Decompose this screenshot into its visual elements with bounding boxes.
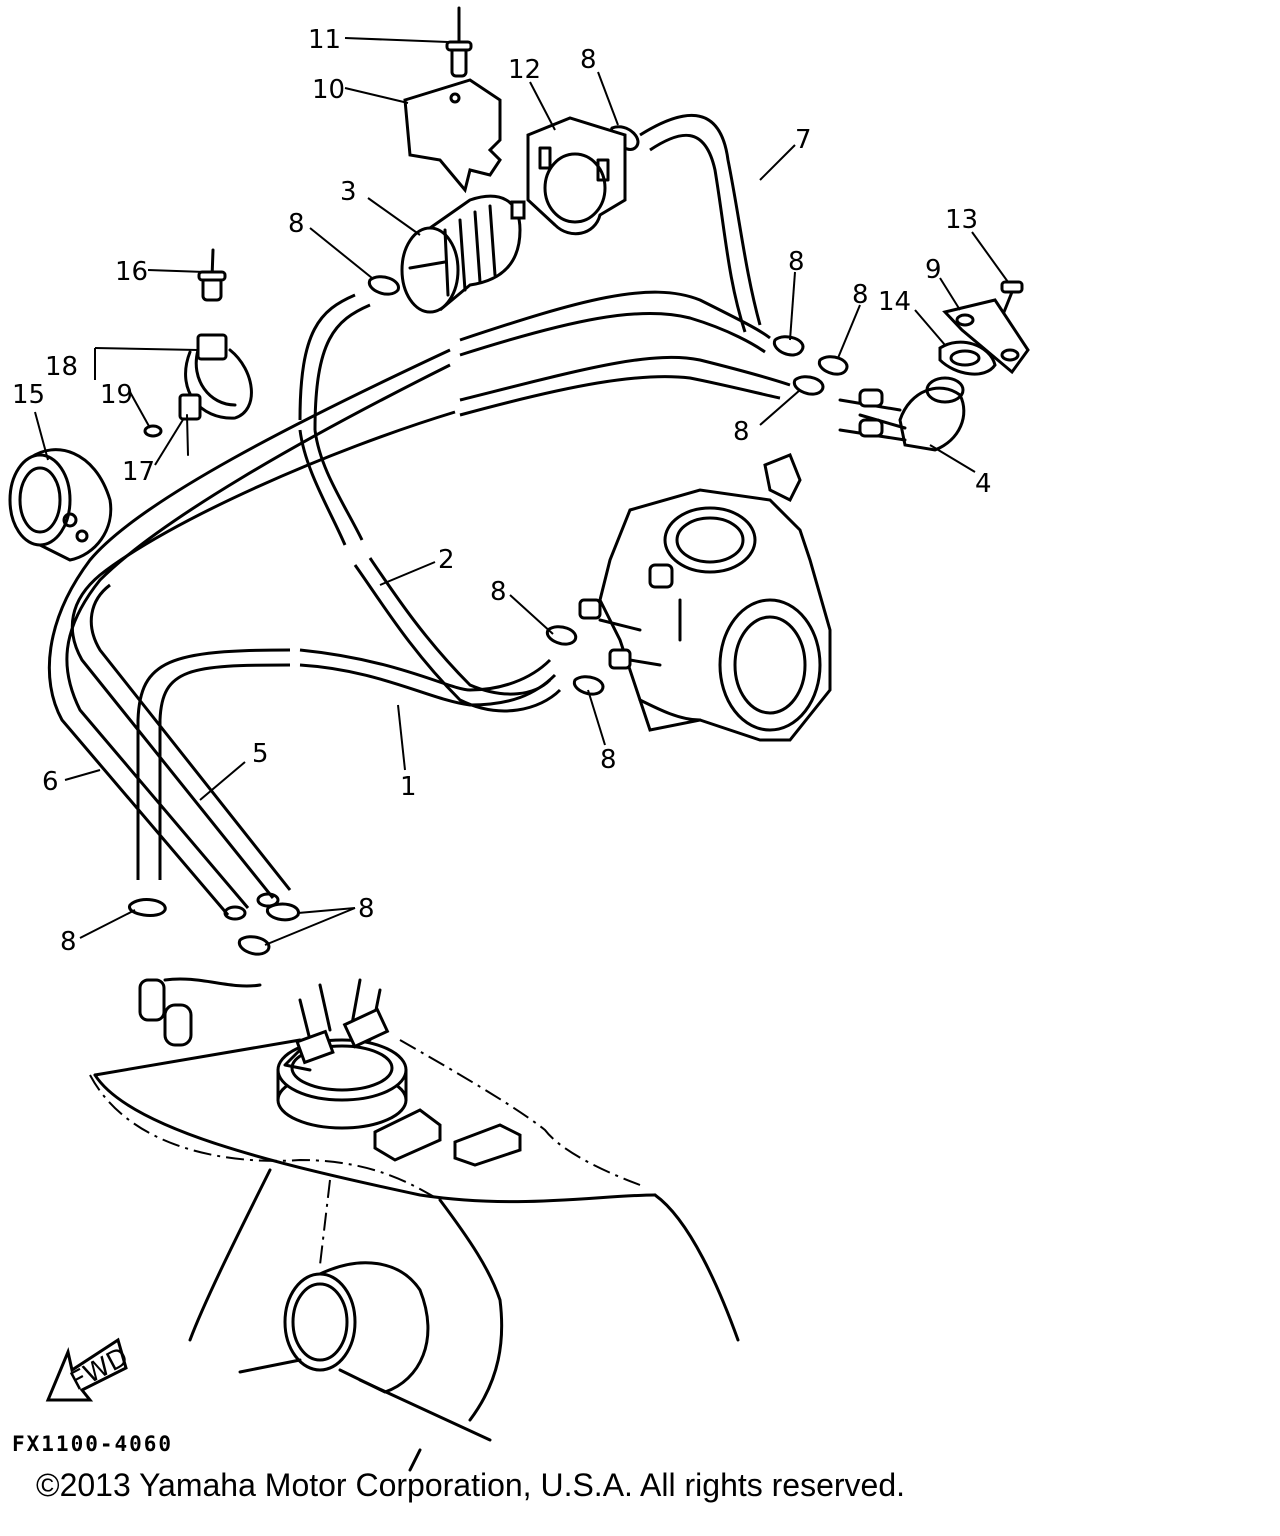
callout-8-cock-b: 8 xyxy=(852,280,869,310)
callout-13: 13 xyxy=(945,205,978,235)
fuel-cock-plate xyxy=(942,298,1030,375)
hose-clamps xyxy=(128,125,849,956)
callout-3: 3 xyxy=(340,177,357,207)
callout-10: 10 xyxy=(312,75,345,105)
copyright-notice: ©2013 Yamaha Motor Corporation, U.S.A. A… xyxy=(36,1467,906,1503)
fwd-arrow: FWD xyxy=(45,1337,133,1402)
callout-9: 9 xyxy=(925,255,942,285)
filter-bracket xyxy=(403,6,502,194)
fuel-tank xyxy=(89,1038,740,1472)
callout-19: 19 xyxy=(100,380,133,410)
filler-neck xyxy=(238,1261,492,1442)
fuel-filter xyxy=(400,194,526,314)
callout-16: 16 xyxy=(115,257,148,287)
callout-8-carb-a: 8 xyxy=(490,577,507,607)
callout-14: 14 xyxy=(878,287,911,317)
callout-8-cock-a: 8 xyxy=(788,247,805,277)
callout-12: 12 xyxy=(508,55,541,85)
grommet xyxy=(8,448,113,562)
callout-15: 15 xyxy=(12,380,45,410)
callout-5: 5 xyxy=(252,739,269,769)
callout-labels: 11 10 12 8 7 3 8 13 8 9 8 14 16 18 15 19… xyxy=(12,25,992,957)
fuel-cock-gasket xyxy=(938,340,997,376)
fuel-sender-unit xyxy=(276,978,408,1130)
callout-8-tank-right: 8 xyxy=(358,894,375,924)
callout-18: 18 xyxy=(45,352,78,382)
carburetor xyxy=(578,453,832,742)
callout-8-filter: 8 xyxy=(288,209,305,239)
callout-2: 2 xyxy=(438,545,455,575)
fuel-cock-screw xyxy=(1000,280,1024,314)
tank-pads xyxy=(373,1108,522,1167)
callout-8-tank-left: 8 xyxy=(60,927,77,957)
holder-bolt xyxy=(197,248,227,302)
callout-4: 4 xyxy=(975,469,992,499)
tank-vent-fitting xyxy=(138,977,262,1047)
callout-17: 17 xyxy=(122,457,155,487)
fuel-cock xyxy=(838,376,966,452)
callout-11: 11 xyxy=(308,25,341,55)
fuel-hoses xyxy=(47,113,791,921)
callout-7: 7 xyxy=(795,125,812,155)
filter-holder xyxy=(526,116,627,236)
callout-6: 6 xyxy=(42,767,59,797)
callout-1: 1 xyxy=(400,772,417,802)
diagram-code: FX1100-4060 xyxy=(12,1432,174,1456)
leader-lines xyxy=(34,37,1009,946)
hose-holder xyxy=(143,333,253,456)
callout-8-cock-c: 8 xyxy=(733,417,750,447)
callout-8-top: 8 xyxy=(580,45,597,75)
callout-8-carb-b: 8 xyxy=(600,745,617,775)
